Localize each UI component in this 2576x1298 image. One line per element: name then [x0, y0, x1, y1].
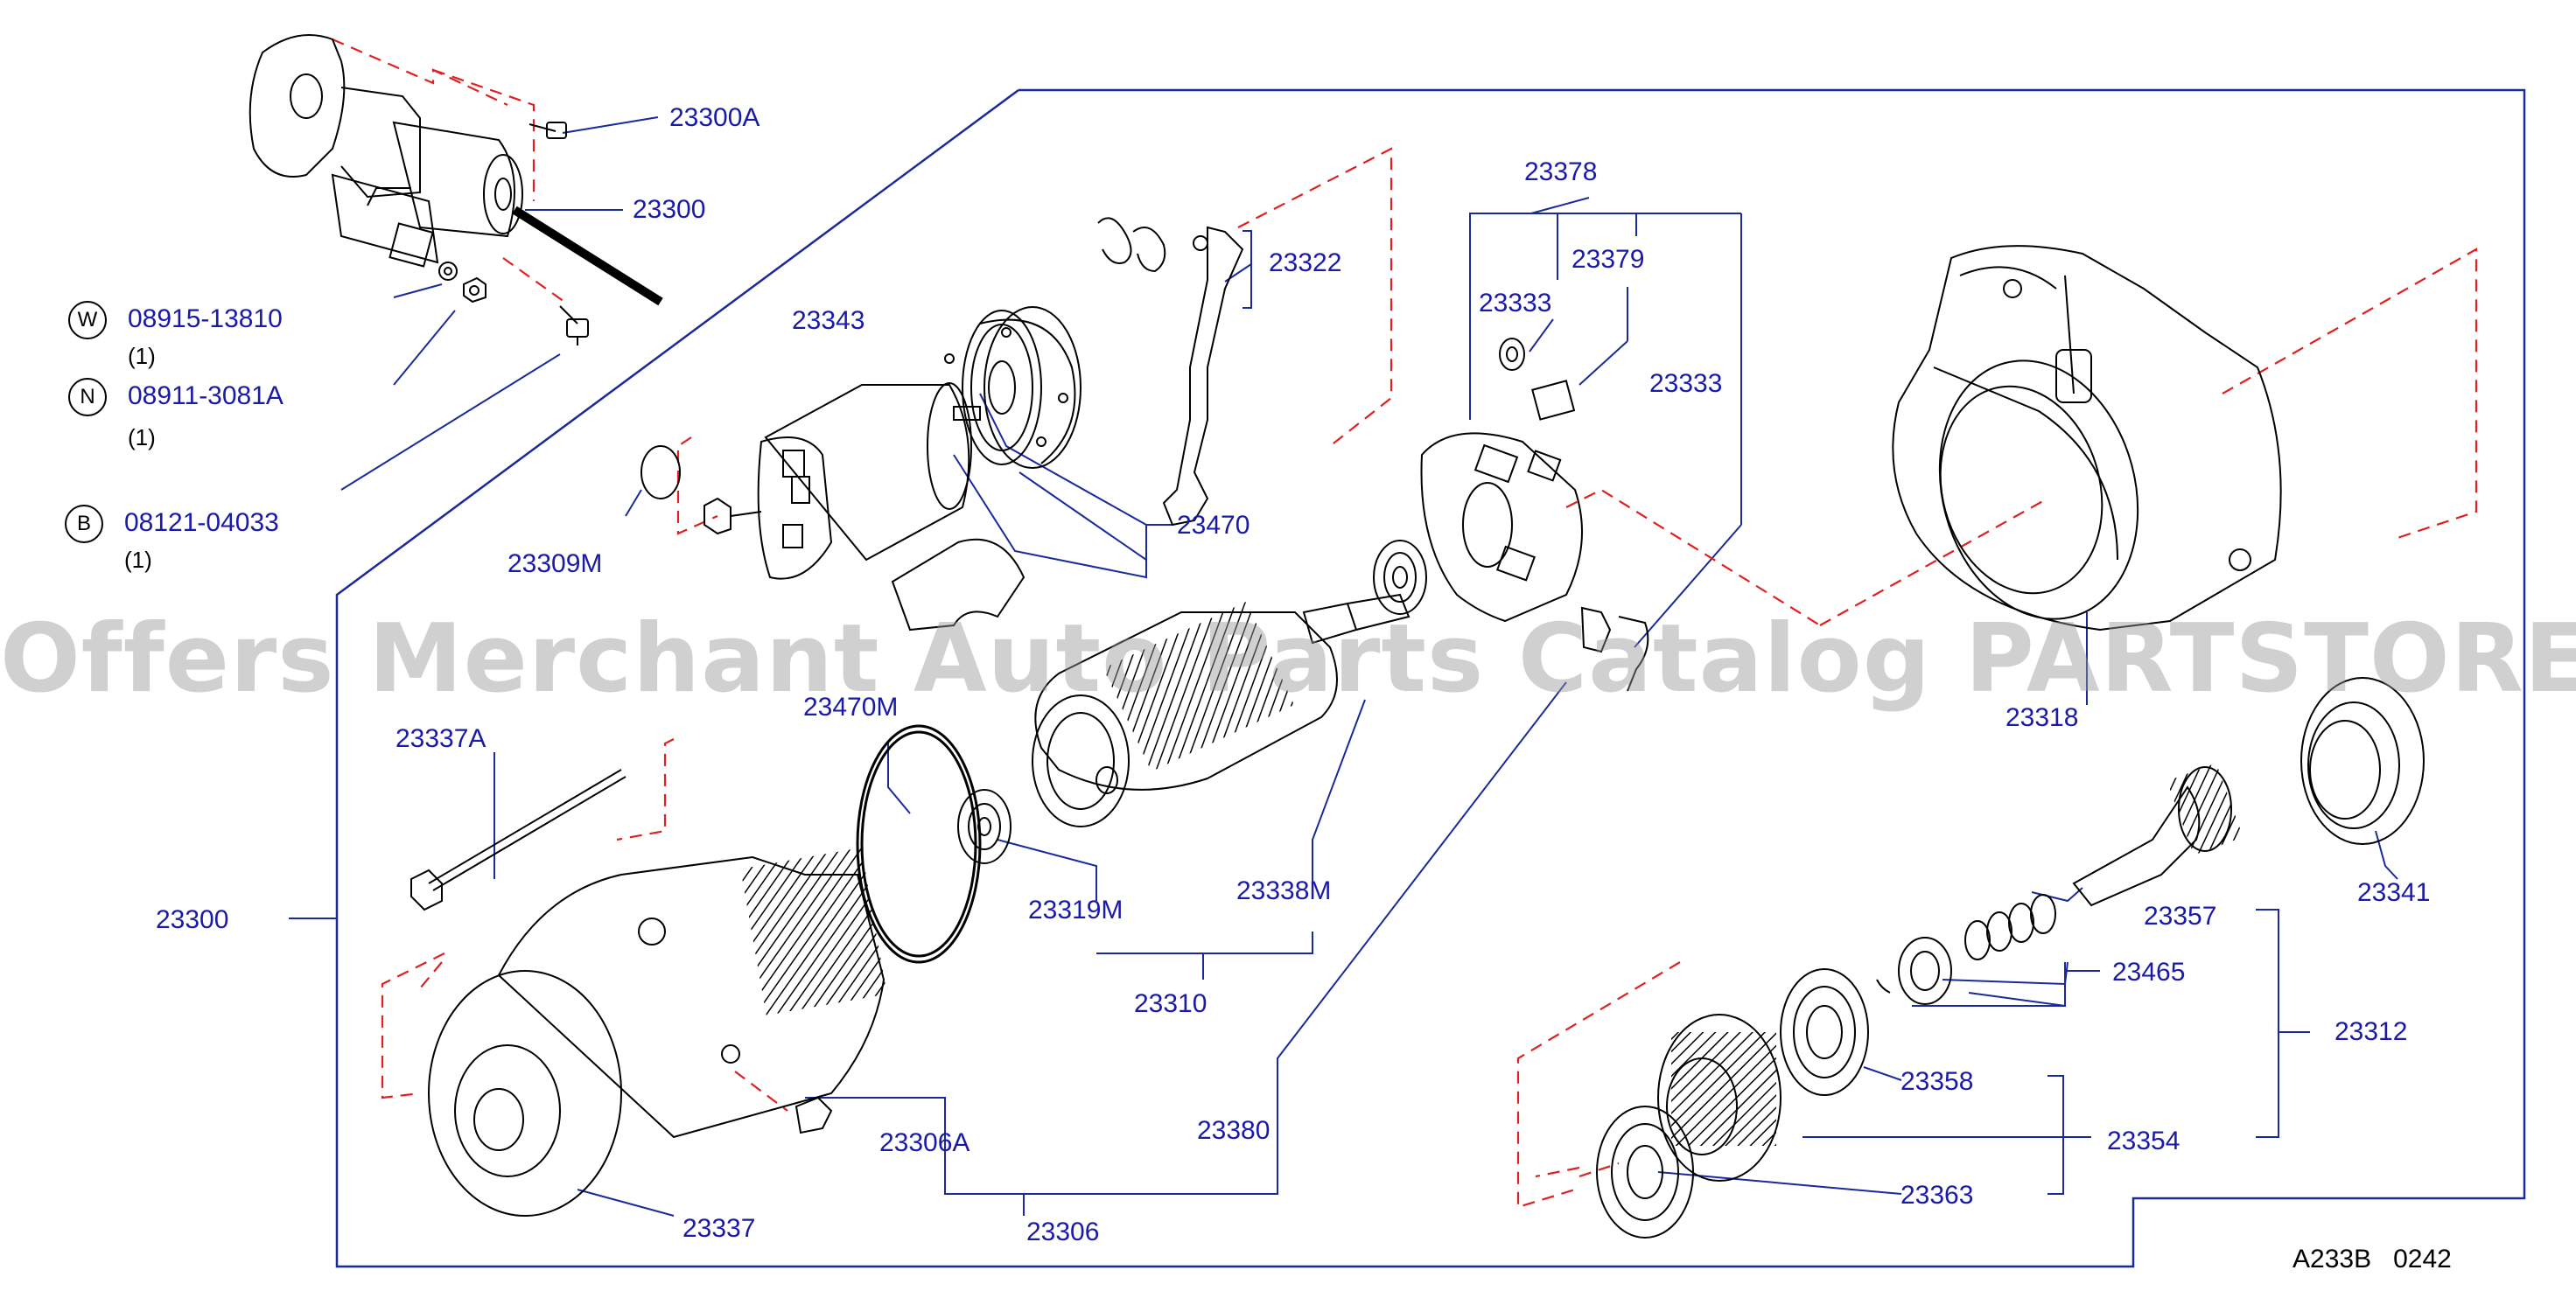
- armature: [1032, 540, 1427, 827]
- label-23300A[interactable]: 23300A: [669, 103, 760, 132]
- shift-lever: [1097, 217, 1244, 527]
- through-bolt: [410, 769, 626, 911]
- overrunning-clutch: [1596, 968, 1869, 1239]
- return-spring: [1876, 894, 2056, 1005]
- label-23354[interactable]: 23354: [2107, 1127, 2180, 1155]
- hardware-code-b[interactable]: 08121-04033: [124, 508, 279, 537]
- o-ring: [856, 724, 982, 964]
- hardware-qty-w: (1): [128, 343, 156, 369]
- hardware-qty-n: (1): [128, 424, 156, 450]
- brush-holder: [1420, 338, 1649, 692]
- label-23378[interactable]: 23378: [1524, 157, 1598, 186]
- bearing-front: [2300, 677, 2425, 845]
- label-23338M[interactable]: 23338M: [1236, 876, 1332, 905]
- hardware-badge-b: B: [65, 505, 103, 543]
- label-23358[interactable]: 23358: [1900, 1067, 1974, 1096]
- label-23341[interactable]: 23341: [2357, 878, 2431, 907]
- label-23337A[interactable]: 23337A: [396, 724, 486, 753]
- leader-lines: [289, 116, 2398, 1217]
- hardware-badge-w: W: [68, 301, 107, 339]
- label-23306[interactable]: 23306: [1026, 1218, 1100, 1246]
- diagram-code: A233B 0242: [2292, 1245, 2452, 1274]
- hardware-code-w[interactable]: 08915-13810: [128, 304, 283, 333]
- starter-assembly-overview: [248, 34, 663, 345]
- pinion-shaft: [2072, 763, 2244, 907]
- label-23333-upper[interactable]: 23333: [1479, 289, 1552, 318]
- label-23343[interactable]: 23343: [792, 306, 865, 335]
- alignment-lines: [332, 38, 2478, 1209]
- label-23310[interactable]: 23310: [1134, 989, 1208, 1018]
- label-23379[interactable]: 23379: [1572, 245, 1645, 274]
- label-23337[interactable]: 23337: [682, 1214, 756, 1243]
- label-23300-top[interactable]: 23300: [633, 195, 706, 224]
- label-23322[interactable]: 23322: [1269, 248, 1342, 277]
- label-23380[interactable]: 23380: [1197, 1116, 1270, 1145]
- label-23318[interactable]: 23318: [2006, 703, 2079, 732]
- label-23465[interactable]: 23465: [2112, 958, 2186, 987]
- hardware-code-n[interactable]: 08911-3081A: [128, 381, 284, 410]
- label-23363[interactable]: 23363: [1900, 1181, 1974, 1210]
- label-23319M[interactable]: 23319M: [1028, 896, 1124, 925]
- label-23306A[interactable]: 23306A: [879, 1128, 970, 1157]
- assembly-boundary: [335, 88, 2526, 1268]
- yoke-field: [428, 848, 887, 1217]
- label-23357[interactable]: 23357: [2144, 902, 2217, 931]
- solenoid-switch: [704, 382, 981, 580]
- hardware-qty-b: (1): [124, 547, 152, 573]
- label-23312[interactable]: 23312: [2334, 1017, 2408, 1046]
- label-23300-assembly[interactable]: 23300: [156, 905, 229, 934]
- watermark: Offers Merchant Auto Parts Catalog PARTS…: [0, 604, 2576, 714]
- solenoid-plate: [640, 306, 1082, 632]
- label-23333-right[interactable]: 23333: [1649, 369, 1723, 398]
- hardware-badge-n: N: [68, 378, 107, 416]
- label-23309M[interactable]: 23309M: [508, 549, 603, 578]
- drive-housing: [1892, 245, 2282, 632]
- bearing-rear: [957, 789, 1012, 864]
- label-23470[interactable]: 23470: [1177, 511, 1250, 540]
- label-23470M[interactable]: 23470M: [803, 693, 899, 722]
